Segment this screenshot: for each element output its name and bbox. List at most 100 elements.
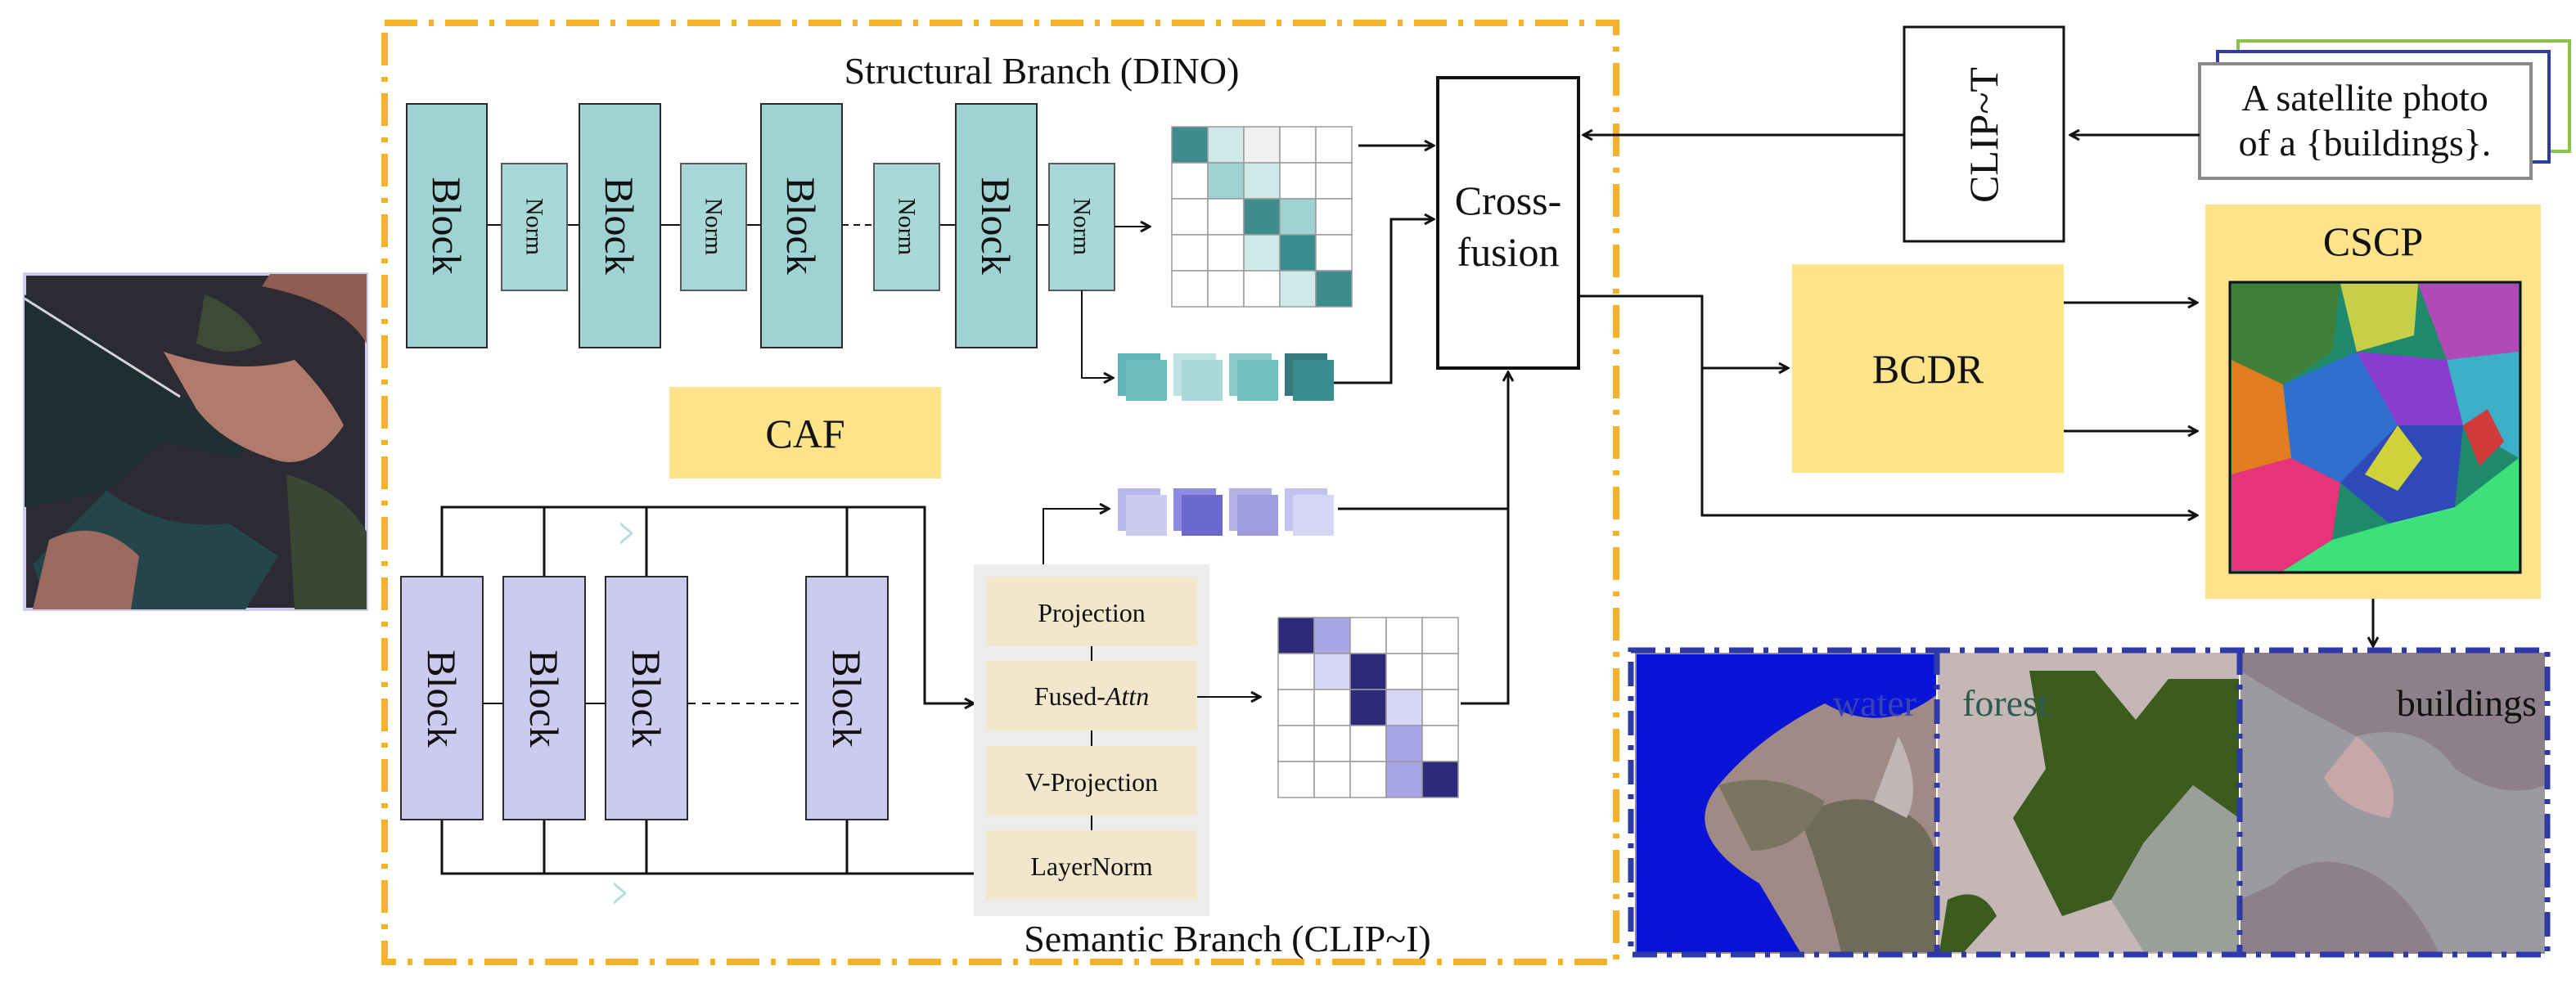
cross-fusion-box (1436, 76, 1580, 370)
cscp-segmentation-map (2228, 281, 2522, 574)
clip-block-4 (805, 576, 889, 820)
matrix-cell (1171, 270, 1209, 308)
projection-label: Projection (1038, 598, 1146, 627)
matrix-cell (1313, 725, 1351, 762)
matrix-cell (1279, 162, 1317, 200)
water-label: water (1833, 682, 1916, 724)
output-panel-forest: forest (1938, 653, 2239, 954)
dino-norm-2-label: Norm (700, 198, 727, 255)
matrix-cell (1385, 725, 1423, 762)
dino-norm-2 (680, 163, 747, 291)
dino-norm-3-label: Norm (894, 198, 921, 255)
clip-block-2 (502, 576, 586, 820)
dino-norm-4 (1048, 163, 1115, 291)
matrix-cell (1315, 234, 1353, 272)
clip-block-3 (605, 576, 688, 820)
matrix-cell (1349, 689, 1387, 726)
matrix-cell (1207, 126, 1245, 164)
prompt-card (2198, 62, 2533, 180)
matrix-cell (1243, 162, 1281, 200)
matrix-cell (1421, 617, 1459, 654)
dino-norm-4-label: Norm (1069, 198, 1096, 255)
bcdr-box (1792, 264, 2064, 473)
dino-block-4-label: Block (973, 177, 1019, 274)
clip-t-box (1903, 25, 2065, 243)
buildings-label: buildings (2397, 682, 2537, 724)
matrix-cell (1349, 761, 1387, 798)
prompt-line2: of a {buildings}. (2239, 122, 2492, 164)
input-satellite-image (23, 272, 368, 611)
matrix-cell (1313, 653, 1351, 690)
matrix-cell (1277, 617, 1315, 654)
dino-block-3-label: Block (778, 177, 824, 274)
matrix-cell (1277, 761, 1315, 798)
matrix-cell (1207, 198, 1245, 236)
matrix-cell (1279, 234, 1317, 272)
matrix-cell (1421, 653, 1459, 690)
outputs-dashed-frame (1628, 647, 2551, 958)
matrix-cell (1243, 198, 1281, 236)
structural-branch: Block Norm Block Norm Block Norm Block N… (406, 103, 1115, 348)
matrix-cell (1315, 270, 1353, 308)
semantic-branch: Block Block Block Block (400, 505, 982, 905)
cross-fusion-line1: Cross- (1455, 177, 1562, 223)
matrix-cell (1421, 689, 1459, 726)
clip-block-3-label: Block (624, 649, 669, 747)
caf-dashed-region (381, 20, 1619, 965)
matrix-cell (1243, 234, 1281, 272)
matrix-cell (1277, 725, 1315, 762)
dino-block-4 (955, 103, 1038, 348)
fused-attn-label: Fused-Attn (1034, 681, 1149, 711)
matrix-cell (1207, 162, 1245, 200)
matrix-cell (1277, 689, 1315, 726)
matrix-cell (1315, 162, 1353, 200)
clip-block-4-label: Block (824, 649, 870, 747)
dino-attention-matrix (1171, 126, 1353, 308)
v-projection-box (986, 746, 1197, 816)
matrix-cell (1349, 725, 1387, 762)
matrix-cell (1279, 198, 1317, 236)
projection-box (986, 577, 1197, 646)
fused-attn-box (986, 661, 1197, 730)
matrix-cell (1315, 126, 1353, 164)
matrix-cell (1243, 270, 1281, 308)
matrix-cell (1171, 234, 1209, 272)
matrix-cell (1207, 234, 1245, 272)
matrix-cell (1385, 653, 1423, 690)
semantic-branch-title: Semantic Branch (CLIP~I) (1024, 918, 1431, 959)
clip-feature-tokens (1118, 488, 1334, 536)
matrix-cell (1277, 653, 1315, 690)
matrix-cell (1385, 761, 1423, 798)
matrix-cell (1421, 761, 1459, 798)
dino-norm-1 (501, 163, 568, 291)
matrix-cell (1171, 126, 1209, 164)
clip-attention-matrix (1277, 617, 1459, 798)
projection-stack: Projection Fused-Attn V-Projection Layer… (974, 564, 1209, 916)
bcdr-label: BCDR (1872, 346, 1984, 392)
matrix-cell (1207, 270, 1245, 308)
matrix-cell (1279, 126, 1317, 164)
matrix-cell (1313, 617, 1351, 654)
matrix-cell (1313, 689, 1351, 726)
output-panel-water: water (1635, 653, 1936, 954)
prompt-line1: A satellite photo (2241, 77, 2488, 119)
matrix-cell (1349, 617, 1387, 654)
matrix-cell (1385, 617, 1423, 654)
dino-norm-3 (873, 163, 940, 291)
dino-feature-tokens (1118, 353, 1334, 401)
layernorm-box (986, 830, 1197, 900)
dino-block-2 (579, 103, 661, 348)
output-panel-buildings: buildings (2240, 653, 2545, 954)
dino-block-1-label: Block (424, 177, 470, 274)
clip-block-2-label: Block (521, 649, 567, 747)
dino-norm-1-label: Norm (521, 198, 548, 255)
clip-block-1-label: Block (419, 649, 465, 747)
clip-t-label: CLIP~T (1961, 67, 2006, 203)
text-prompt-cards: A satellite photo of a {buildings}. (2198, 39, 2571, 180)
matrix-cell (1349, 653, 1387, 690)
dino-block-1 (406, 103, 488, 348)
dino-block-3 (760, 103, 843, 348)
caf-label: CAF (765, 411, 844, 456)
caf-box (669, 387, 941, 479)
